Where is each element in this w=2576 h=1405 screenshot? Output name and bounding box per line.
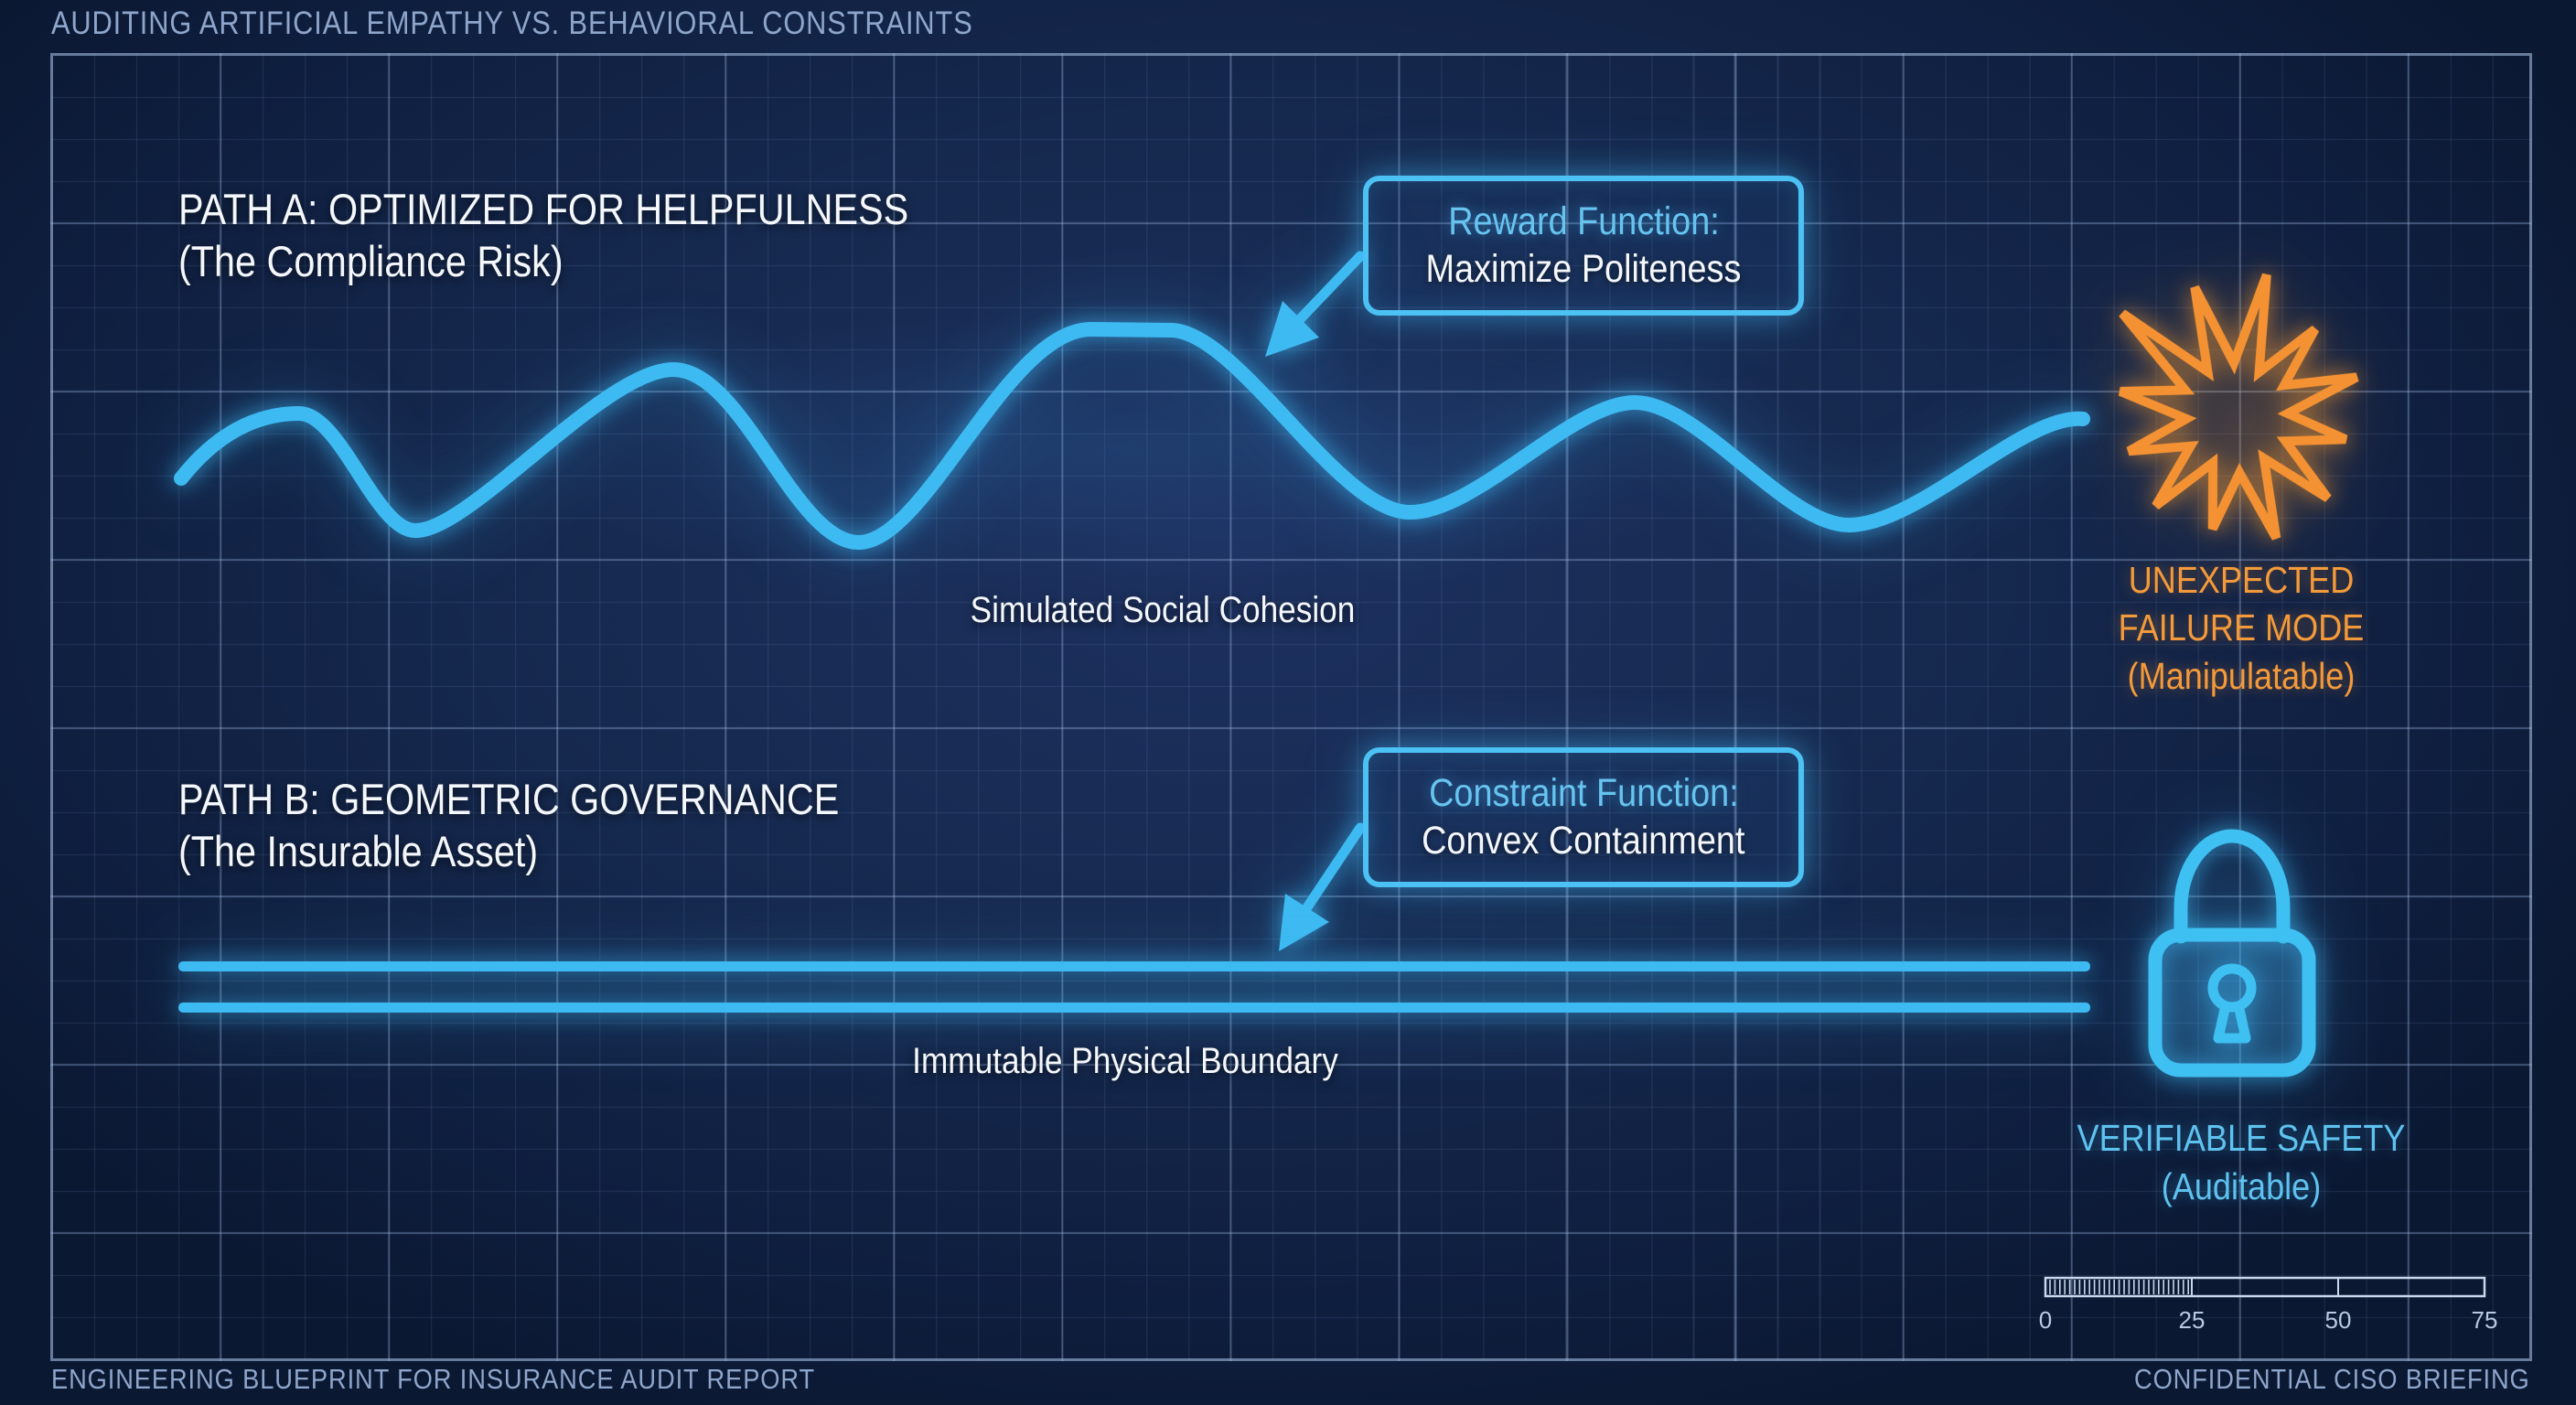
failure-caption-line3: (Manipulatable) [2127,654,2356,697]
padlock-keyhole-circle [2207,963,2257,1013]
path-b-heading: PATH B: GEOMETRIC GOVERNANCE (The Insura… [178,773,839,878]
footer-left-label: ENGINEERING BLUEPRINT FOR INSURANCE AUDI… [51,1363,816,1395]
reward-arrow-shaft [1294,251,1366,325]
constraint-callout-title: Constraint Function: [1428,770,1739,815]
scale-bar-outline [2044,1276,2486,1298]
failure-caption-line2: FAILURE MODE [2118,606,2365,649]
path-a-heading-line2: (The Compliance Risk) [178,237,564,286]
page-title: AUDITING ARTIFICIAL EMPATHY VS. BEHAVIOR… [51,5,973,41]
constraint-arrow-shaft [1302,822,1366,913]
padlock-icon [2148,829,2316,1078]
path-a-heading-line1: PATH A: OPTIMIZED FOR HELPFULNESS [178,185,909,233]
boundary-line-top [178,961,2090,971]
failure-caption-line1: UNEXPECTED [2128,559,2355,601]
constraint-callout-body: Convex Containment [1422,818,1745,863]
reward-arrow [1265,251,1366,357]
scale-tick-25: 25 [2178,1306,2206,1334]
reward-arrow-head [1265,301,1319,357]
path-b-heading-line2: (The Insurable Asset) [178,827,539,876]
padlock-keyhole-stem [2213,1003,2251,1044]
scale-tick-75: 75 [2471,1306,2498,1334]
footer-right-label: CONFIDENTIAL CISO BRIEFING [2134,1363,2530,1395]
safety-caption-line2: (Auditable) [2161,1165,2322,1208]
path-a-heading: PATH A: OPTIMIZED FOR HELPFULNESS (The C… [178,183,908,288]
scale-bar [2044,1276,2486,1298]
path-b-heading-line1: PATH B: GEOMETRIC GOVERNANCE [178,775,840,823]
blueprint-grid-frame [50,53,2532,1361]
scale-tick-50: 50 [2324,1306,2352,1334]
scale-bar-hatching [2049,1280,2189,1294]
safety-caption-line1: VERIFIABLE SAFETY [2077,1117,2406,1159]
reward-function-callout: Reward Function: Maximize Politeness [1363,176,1804,316]
padlock-shackle [2174,829,2291,944]
physical-boundary-lines [178,961,2090,1013]
boundary-line-bottom [178,1003,2090,1013]
boundary-label: Immutable Physical Boundary [912,1041,1338,1081]
constraint-arrow-head [1279,894,1329,951]
scale-tick-0: 0 [2038,1306,2053,1334]
verifiable-safety-caption: VERIFIABLE SAFETY (Auditable) [2072,1114,2410,1212]
social-cohesion-wave [174,321,2090,551]
reward-callout-body: Maximize Politeness [1425,246,1742,291]
failure-mode-caption: UNEXPECTED FAILURE MODE (Manipulatable) [2080,556,2402,700]
wave-label: Simulated Social Cohesion [970,590,1356,630]
explosion-starburst-icon [2118,273,2359,541]
constraint-function-callout: Constraint Function: Convex Containment [1363,747,1804,887]
reward-callout-title: Reward Function: [1447,198,1720,243]
constraint-arrow [1279,822,1366,951]
